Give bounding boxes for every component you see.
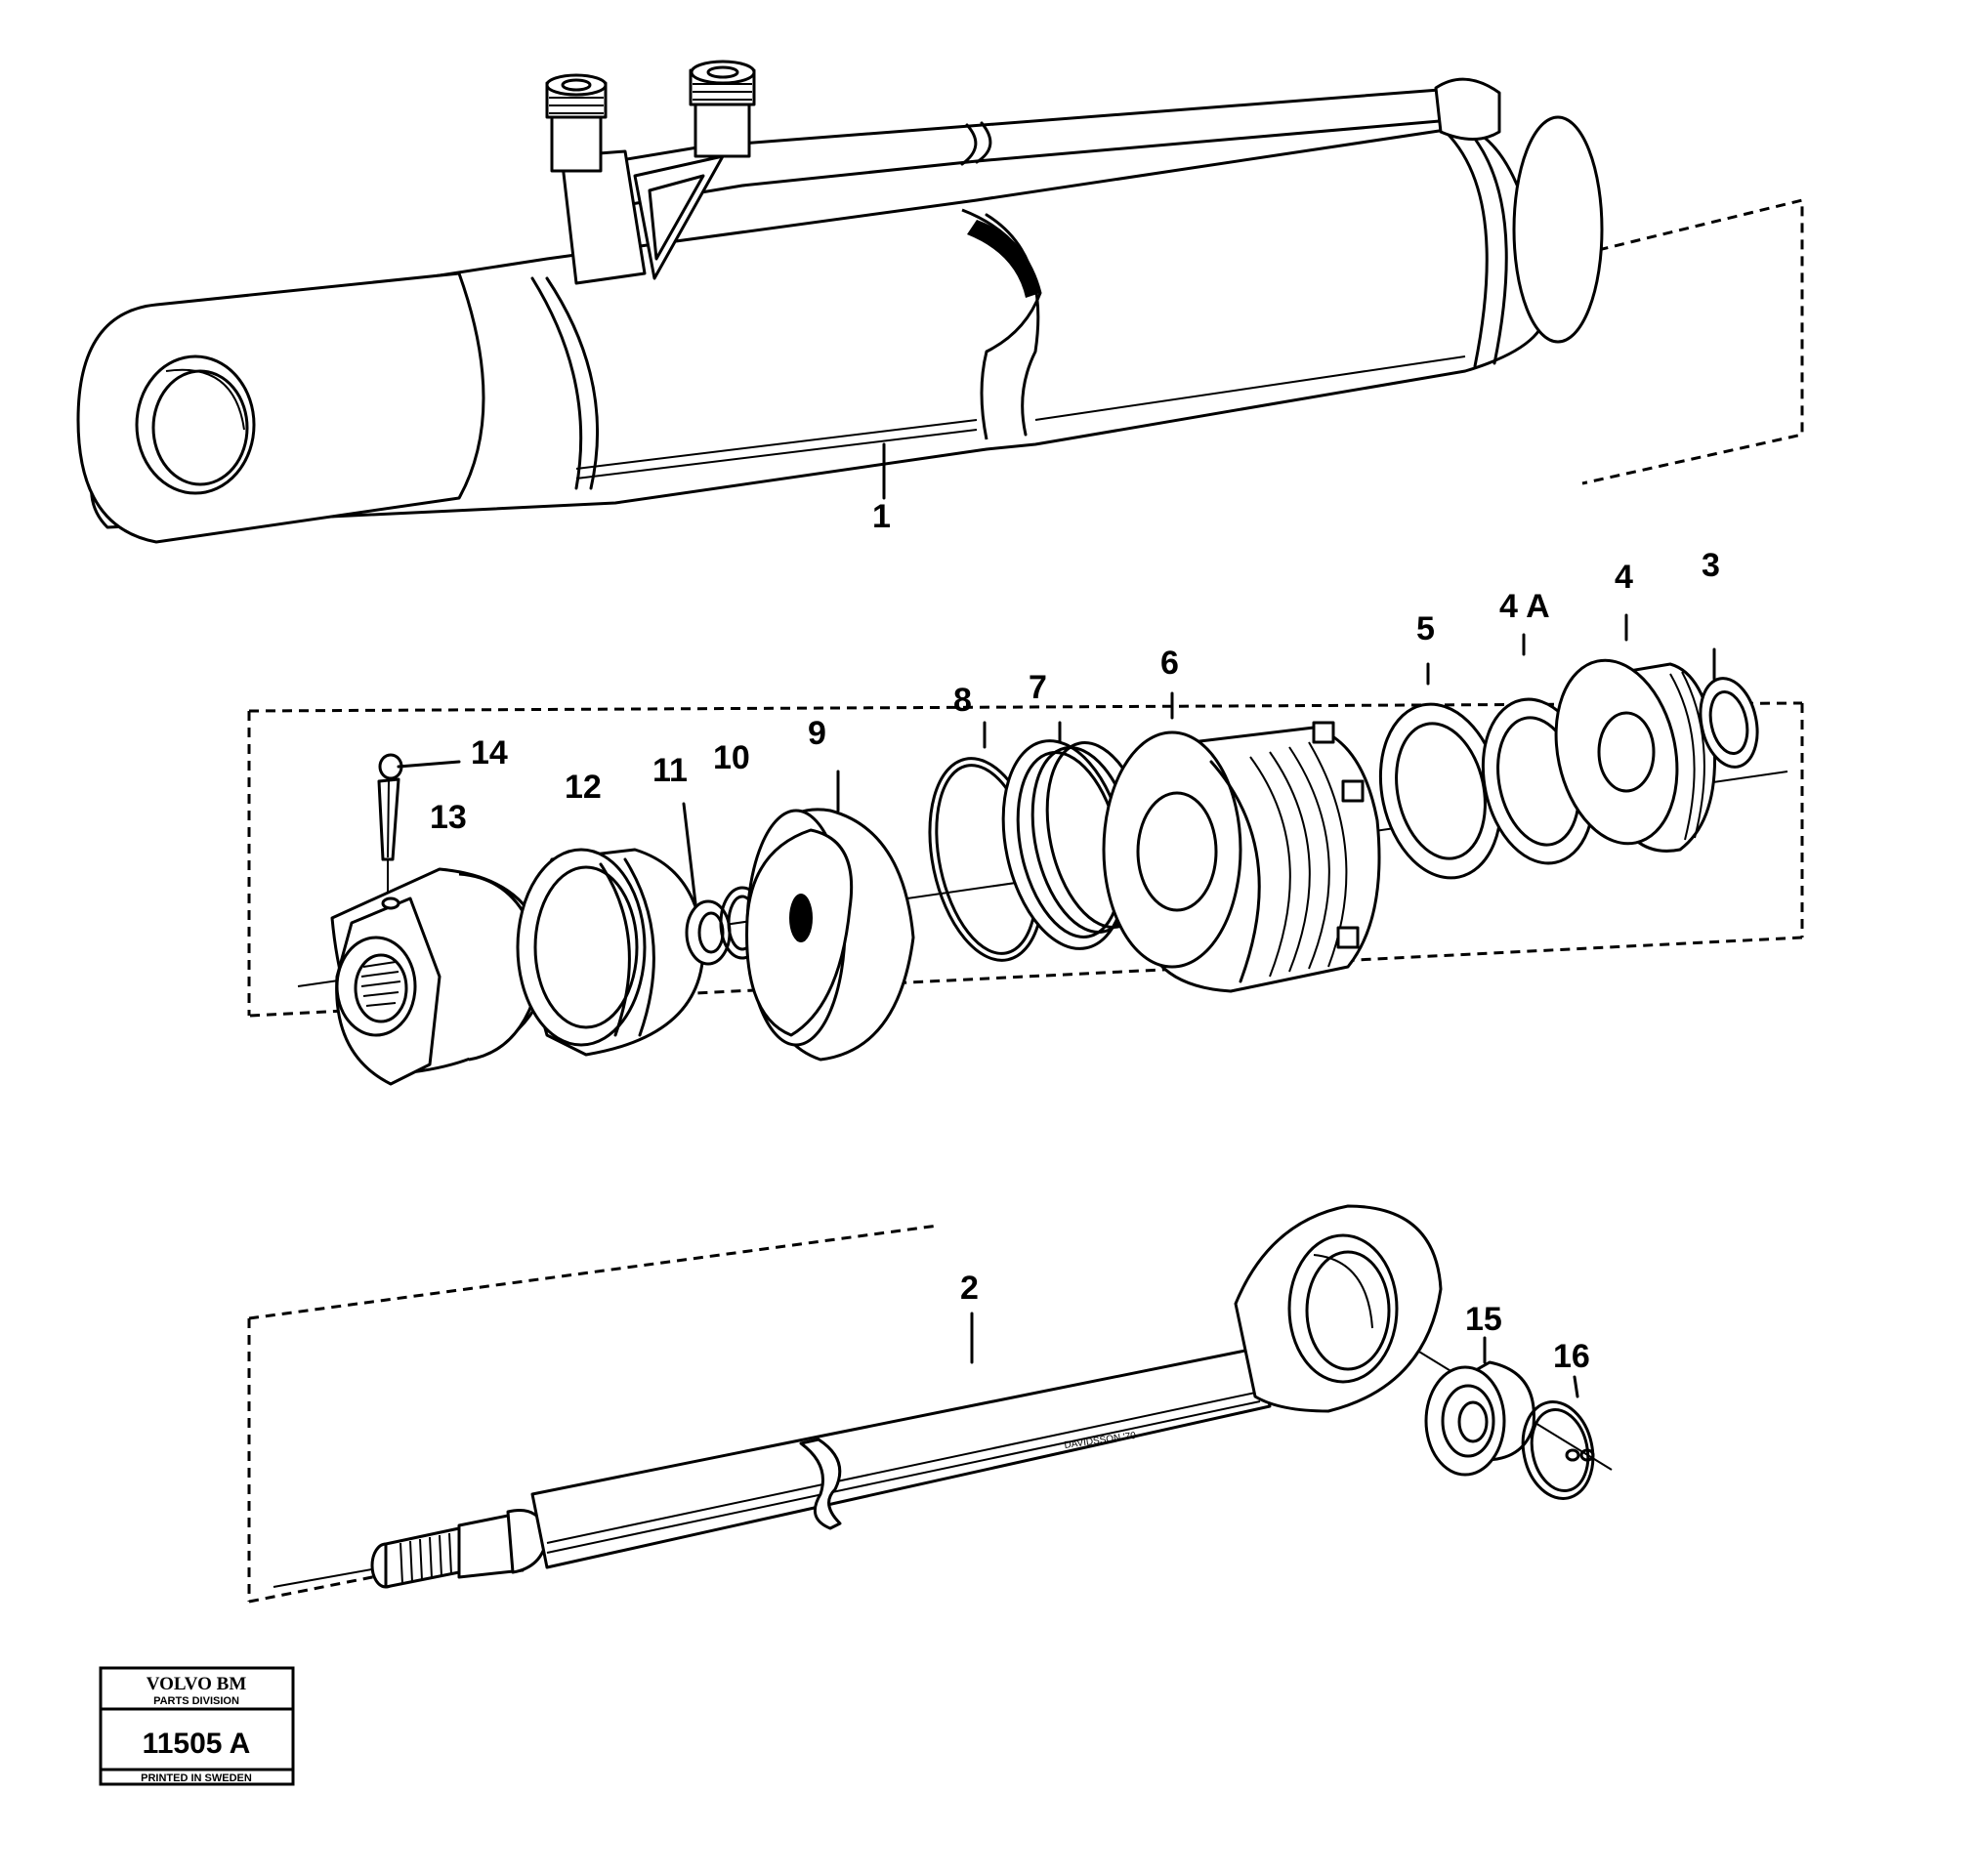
callout-11: 11 xyxy=(652,752,688,789)
circlip-part-16 xyxy=(1521,1375,1595,1500)
cylinder-tube-part-1 xyxy=(76,60,1804,544)
callout-4a: 4 A xyxy=(1499,588,1550,625)
piston-assembly xyxy=(247,613,1804,1086)
callout-2: 2 xyxy=(960,1270,979,1307)
ring-part-3 xyxy=(1699,647,1759,769)
callout-7: 7 xyxy=(1029,669,1047,706)
callout-12: 12 xyxy=(565,769,602,806)
callout-1: 1 xyxy=(872,498,891,535)
callout-10: 10 xyxy=(713,739,750,776)
callout-13: 13 xyxy=(430,799,467,836)
callout-8: 8 xyxy=(953,682,972,719)
cap-part-9 xyxy=(745,770,915,1062)
callout-3: 3 xyxy=(1702,547,1720,584)
guide-ring-part-12 xyxy=(516,848,705,1057)
stamp-brand: VOLVO BM xyxy=(147,1674,247,1694)
bearing-part-15 xyxy=(1424,1336,1535,1477)
piston-part-6 xyxy=(1102,691,1381,993)
callout-16: 16 xyxy=(1553,1338,1590,1375)
callout-14: 14 xyxy=(471,734,508,771)
stamp-division: PARTS DIVISION xyxy=(153,1695,239,1707)
nut-part-13 xyxy=(330,867,549,1086)
callout-5: 5 xyxy=(1416,610,1435,647)
gland-part-4 xyxy=(1554,613,1717,853)
callout-15: 15 xyxy=(1465,1301,1502,1338)
callout-6: 6 xyxy=(1160,645,1179,682)
piston-rod-part-2: DAVIDSSON '70 xyxy=(247,1204,1613,1604)
stamp-number: 11505 A xyxy=(143,1728,251,1760)
parts-division-stamp: VOLVO BM PARTS DIVISION 11505 A PRINTED … xyxy=(99,1666,295,1786)
callout-4: 4 xyxy=(1615,559,1633,596)
split-pin-part-14 xyxy=(377,753,461,913)
part-11 xyxy=(682,802,732,966)
callout-9: 9 xyxy=(808,715,826,752)
stamp-printed: PRINTED IN SWEDEN xyxy=(141,1772,252,1784)
